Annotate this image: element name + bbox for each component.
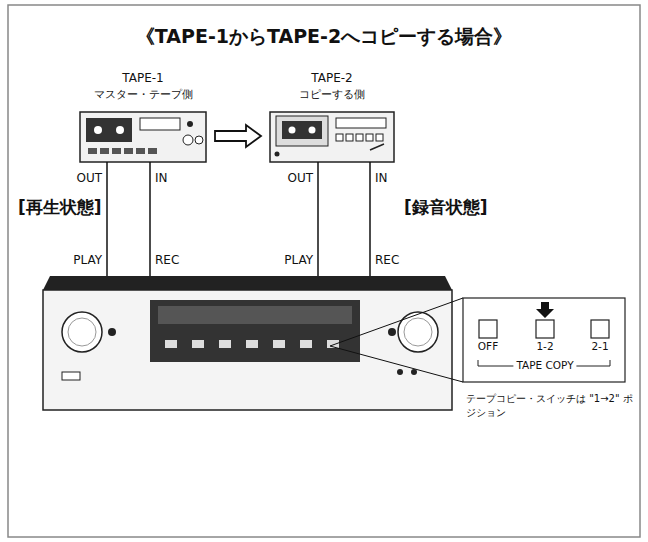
cassette-deck-1 (80, 112, 206, 162)
amplifier (43, 276, 452, 410)
frame (8, 5, 640, 537)
title: 《TAPE-1からTAPE-2へコピーする場合》 (136, 26, 512, 48)
state-label: [録音状態] (404, 198, 488, 218)
tape-copy-switch (463, 298, 625, 382)
cassette-deck-2 (270, 112, 394, 162)
node-label: OFF (478, 340, 498, 352)
node-label: PLAY (73, 254, 102, 268)
wire (369, 162, 371, 276)
port-label: OUT (287, 172, 313, 186)
port-label: IN (155, 172, 168, 186)
node-label: REC (155, 254, 179, 268)
amplifier: PLAYRECPLAYREC (43, 276, 452, 410)
port-label: OUT (76, 172, 102, 186)
node-label: 2-1 (591, 340, 608, 352)
copy-direction-arrow (215, 125, 261, 147)
node-label: REC (375, 254, 399, 268)
node-label: コピーする側 (299, 89, 365, 102)
node-label: 1-2 (536, 340, 553, 352)
wire (106, 162, 108, 276)
node-label: PLAY (284, 254, 313, 268)
node-label: TAPE-2 (311, 72, 352, 86)
cassette-deck: TAPE-2コピーする側 (270, 112, 394, 162)
port-label: IN (375, 172, 388, 186)
switch-callout: OFF 1-2 2-1TAPE COPY (463, 298, 625, 382)
node-label: TAPE COPY (513, 359, 576, 371)
note: テープコピー・スイッチは "1→2" ポジション (466, 392, 634, 420)
wire (149, 162, 151, 276)
state-label: [再生状態] (18, 198, 102, 218)
node-label: TAPE-1 (122, 72, 163, 86)
callout-leader (330, 298, 463, 382)
cassette-deck: TAPE-1マスター・テープ側 (80, 112, 206, 162)
wire (317, 162, 319, 276)
node-label: マスター・テープ側 (94, 89, 193, 102)
